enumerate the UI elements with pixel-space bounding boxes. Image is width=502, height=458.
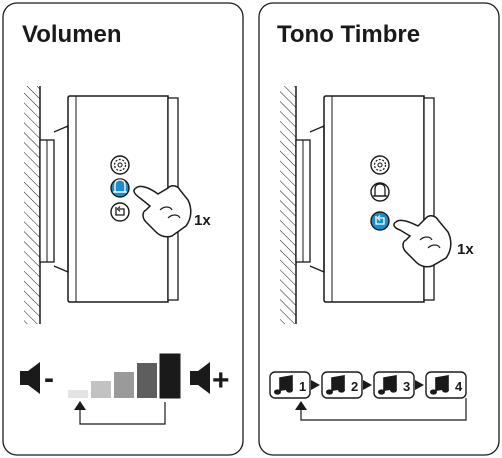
doorbell-device bbox=[309, 95, 435, 303]
return-icon[interactable] bbox=[370, 211, 390, 231]
bell-icon[interactable] bbox=[370, 182, 390, 202]
tone-press-count: 1x bbox=[457, 241, 474, 258]
volume-panel: Volumen bbox=[2, 2, 244, 456]
music-note-icon bbox=[331, 375, 345, 391]
music-note-icon bbox=[435, 375, 449, 391]
bell-icon[interactable] bbox=[110, 178, 130, 198]
volume-level-bars bbox=[68, 353, 181, 399]
speaker-minus-icon bbox=[20, 362, 40, 394]
sequence-arrow-icon bbox=[311, 380, 320, 390]
wall bbox=[280, 86, 297, 324]
volume-plus-label: + bbox=[212, 364, 230, 397]
tone-number: 4 bbox=[455, 379, 463, 394]
volume-title: Volumen bbox=[22, 21, 122, 48]
speaker-plus-icon bbox=[190, 362, 210, 394]
tone-option: 2 bbox=[321, 371, 363, 399]
gear-icon[interactable] bbox=[370, 155, 390, 175]
music-note-icon bbox=[279, 375, 293, 391]
volume-press-count: 1x bbox=[194, 212, 211, 229]
wall-bracket bbox=[295, 139, 311, 263]
volume-level-bar bbox=[114, 372, 134, 398]
volume-level-bar bbox=[159, 353, 181, 399]
return-icon[interactable] bbox=[110, 202, 130, 222]
tone-option: 1 bbox=[269, 371, 311, 399]
tone-title: Tono Timbre bbox=[277, 21, 420, 48]
tone-sequence: 1 2 3 4 bbox=[269, 371, 467, 399]
tone-option: 4 bbox=[425, 371, 467, 399]
tone-cycle-arrow bbox=[295, 398, 467, 421]
pointing-hand-icon bbox=[393, 215, 452, 268]
music-note-icon bbox=[383, 375, 397, 391]
wall bbox=[24, 86, 41, 324]
volume-cycle-arrow bbox=[74, 401, 166, 425]
tone-number: 2 bbox=[351, 379, 358, 394]
sequence-arrow-icon bbox=[363, 380, 372, 390]
volume-minus-label: - bbox=[44, 362, 54, 395]
volume-level-bar bbox=[68, 390, 88, 398]
tone-option: 3 bbox=[373, 371, 415, 399]
sequence-arrow-icon bbox=[415, 380, 424, 390]
volume-level-bar bbox=[137, 363, 157, 398]
gear-icon[interactable] bbox=[110, 155, 130, 175]
tone-panel: Tono Timbre bbox=[258, 2, 500, 456]
volume-level-bar bbox=[91, 381, 111, 398]
wall-bracket bbox=[39, 139, 55, 263]
tone-number: 1 bbox=[299, 379, 306, 394]
tone-number: 3 bbox=[403, 379, 410, 394]
pointing-hand-icon bbox=[133, 185, 192, 238]
